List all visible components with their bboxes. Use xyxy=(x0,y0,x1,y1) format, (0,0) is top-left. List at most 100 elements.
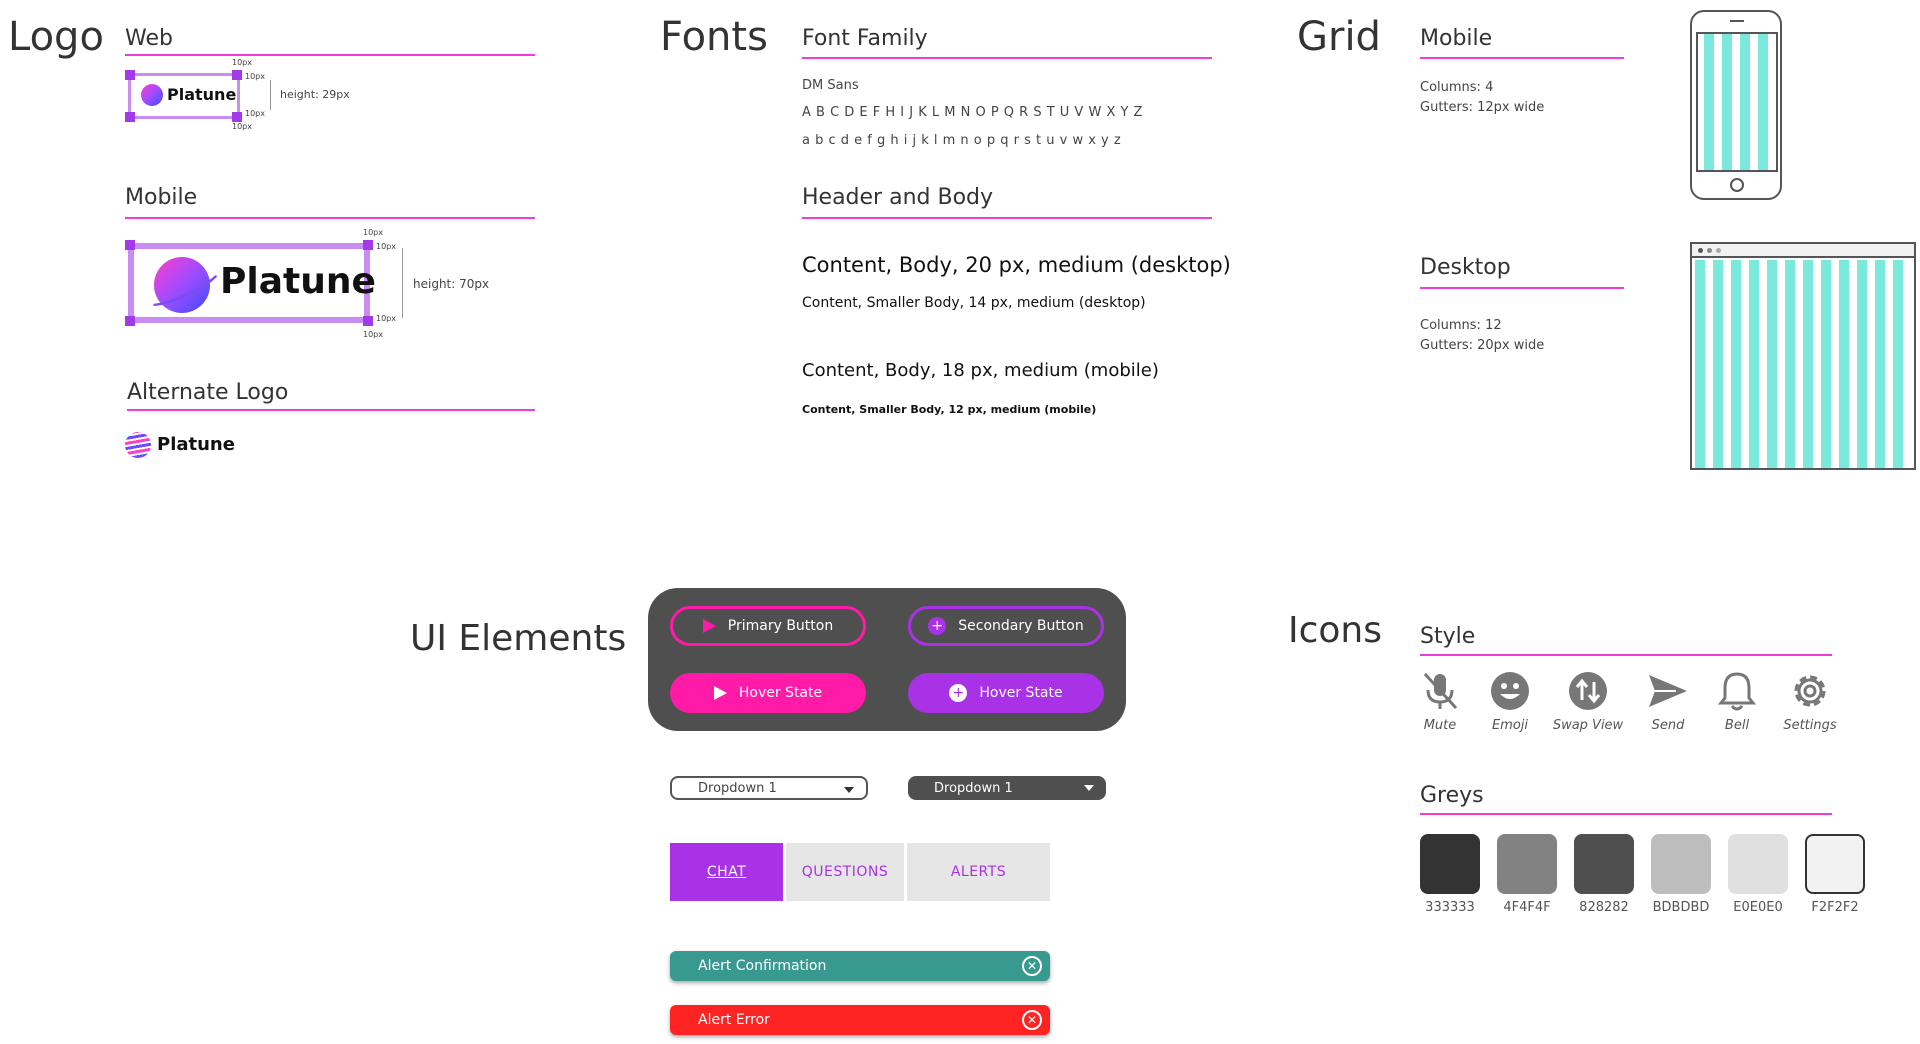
alert-confirmation: Alert Confirmation ✕ xyxy=(670,951,1050,981)
secondary-button-label: Secondary Button xyxy=(958,618,1084,634)
spacing-label: 10px xyxy=(232,58,252,67)
primary-hover-button[interactable]: Hover State xyxy=(670,673,866,713)
phone-home-button xyxy=(1730,178,1744,192)
font-sample-small-desktop: Content, Smaller Body, 14 px, medium (de… xyxy=(802,295,1146,311)
window-dot-icon xyxy=(1698,248,1703,253)
frame-corner xyxy=(363,240,373,250)
fonts-section-title: Fonts xyxy=(660,14,768,60)
lowercase-alphabet: a b c d e f g h i j k l m n o p q r s t … xyxy=(802,133,1122,148)
alert-error: Alert Error ✕ xyxy=(670,1005,1050,1035)
grid-desktop-columns: Columns: 12 xyxy=(1420,318,1502,333)
grid-column xyxy=(1785,260,1795,468)
grid-column xyxy=(1821,260,1831,468)
logo-mobile-heading: Mobile xyxy=(125,185,198,210)
grey-swatch xyxy=(1805,834,1865,894)
play-icon xyxy=(713,686,727,700)
grid-column xyxy=(1722,34,1732,170)
icon-label: Send xyxy=(1651,718,1685,733)
icon-label: Mute xyxy=(1423,718,1457,733)
uppercase-alphabet: A B C D E F H I J K L M N O P Q R S T U … xyxy=(802,105,1143,120)
grey-swatch xyxy=(1651,834,1711,894)
close-icon[interactable]: ✕ xyxy=(1022,1010,1042,1030)
grid-column xyxy=(1767,260,1777,468)
font-sample-small-mobile: Content, Smaller Body, 12 px, medium (mo… xyxy=(802,403,1097,416)
spacing-label: 10px xyxy=(245,72,265,81)
hover-state-label: Hover State xyxy=(738,685,823,701)
web-logo-height-note: height: 29px xyxy=(280,88,350,101)
grid-column xyxy=(1740,34,1750,170)
phone-speaker xyxy=(1730,20,1744,22)
grey-swatch xyxy=(1574,834,1634,894)
font-sample-body-desktop: Content, Body, 20 px, medium (desktop) xyxy=(802,253,1231,277)
swap-view-icon-cell: Swap View xyxy=(1548,670,1628,733)
tab-chat[interactable]: CHAT xyxy=(670,843,783,901)
greys-heading: Greys xyxy=(1420,783,1484,808)
frame-corner xyxy=(363,316,373,326)
divider xyxy=(1420,654,1832,656)
spacing-label: 10px xyxy=(363,330,383,339)
emoji-icon-cell: Emoji xyxy=(1470,670,1550,733)
grey-swatch-label: 828282 xyxy=(1579,900,1629,915)
spacing-label: 10px xyxy=(376,242,396,251)
grid-column xyxy=(1839,260,1849,468)
grid-mobile-columns: Columns: 4 xyxy=(1420,80,1494,95)
primary-button[interactable]: Primary Button xyxy=(670,606,866,646)
grid-desktop-heading: Desktop xyxy=(1420,255,1511,280)
grid-mobile-gutters: Gutters: 12px wide xyxy=(1420,100,1545,115)
ui-elements-section-title: UI Elements xyxy=(410,618,627,659)
icon-style-heading: Style xyxy=(1420,624,1476,649)
frame-corner xyxy=(125,70,135,80)
divider xyxy=(1420,57,1624,59)
grey-swatch xyxy=(1420,834,1480,894)
grid-column xyxy=(1803,260,1813,468)
grey-swatch-label: 4F4F4F xyxy=(1503,900,1551,915)
alert-confirmation-text: Alert Confirmation xyxy=(698,958,827,974)
dropdown-value: Dropdown 1 xyxy=(934,780,1013,796)
swap-view-icon xyxy=(1569,672,1607,710)
desktop-grid-mockup xyxy=(1690,242,1916,470)
emoji-icon xyxy=(1491,672,1529,710)
alternate-logo-heading: Alternate Logo xyxy=(127,380,289,405)
font-family-heading: Font Family xyxy=(802,26,928,51)
font-sample-body-mobile: Content, Body, 18 px, medium (mobile) xyxy=(802,360,1159,381)
grey-swatch-label: 333333 xyxy=(1425,900,1475,915)
mobile-logo-brand: Platune xyxy=(220,261,376,302)
spacing-label: 10px xyxy=(376,314,396,323)
tab-questions[interactable]: QUESTIONS xyxy=(786,843,904,901)
bell-icon-cell: Bell xyxy=(1697,670,1777,733)
icon-label: Emoji xyxy=(1491,718,1529,733)
divider xyxy=(802,57,1212,59)
frame-corner xyxy=(125,112,135,122)
icon-label: Bell xyxy=(1724,718,1750,733)
spacing-label: 10px xyxy=(245,109,265,118)
divider xyxy=(1420,287,1624,289)
caret-down-icon xyxy=(844,787,854,793)
alert-error-text: Alert Error xyxy=(698,1012,770,1028)
frame-corner xyxy=(125,316,135,326)
planet-logo-icon xyxy=(141,84,163,106)
tab-alerts[interactable]: ALERTS xyxy=(907,843,1050,901)
frame-corner xyxy=(232,112,242,122)
settings-icon xyxy=(1794,675,1826,707)
grey-swatch-label: F2F2F2 xyxy=(1811,900,1859,915)
divider xyxy=(802,217,1212,219)
secondary-hover-button[interactable]: + Hover State xyxy=(908,673,1104,713)
spacing-label: 10px xyxy=(363,228,383,237)
striped-planet-logo-icon xyxy=(125,432,151,458)
secondary-button[interactable]: + Secondary Button xyxy=(908,606,1104,646)
hover-state-label: Hover State xyxy=(979,685,1063,701)
close-icon[interactable]: ✕ xyxy=(1022,956,1042,976)
settings-icon-cell: Settings xyxy=(1770,670,1850,733)
grid-mobile-heading: Mobile xyxy=(1420,26,1493,51)
frame-corner xyxy=(125,240,135,250)
primary-button-label: Primary Button xyxy=(727,618,834,634)
divider xyxy=(125,54,535,56)
icon-label: Settings xyxy=(1783,718,1837,733)
dropdown-dark[interactable]: Dropdown 1 xyxy=(908,776,1106,800)
dropdown-light[interactable]: Dropdown 1 xyxy=(670,776,868,800)
frame-corner xyxy=(232,70,242,80)
mute-icon-cell: Mute xyxy=(1400,670,1480,733)
bell-icon xyxy=(1717,672,1757,711)
send-icon-cell: Send xyxy=(1628,670,1708,733)
grid-section-title: Grid xyxy=(1297,14,1381,60)
